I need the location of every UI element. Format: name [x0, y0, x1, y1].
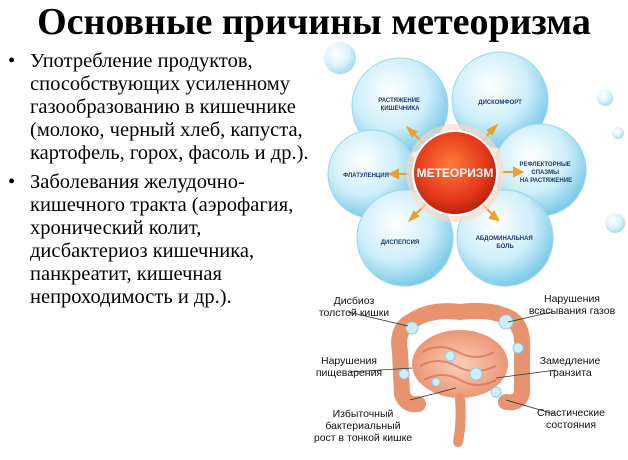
petal-label-top-left: РАСТЯЖЕНИЕ КИШЕЧНИКА: [378, 98, 421, 112]
bubble-decor: [324, 42, 356, 74]
center-label: МЕТЕОРИЗМ: [417, 166, 494, 180]
gas-bubbles: [398, 314, 524, 398]
bullet-icon: •: [8, 50, 16, 72]
petal-label-top-right: ДИСКОМФОРТ: [478, 100, 522, 106]
bullet-icon: •: [8, 171, 16, 193]
intestine-illustration: [347, 302, 557, 447]
causes-list: •Употребление продуктов, способствующих …: [6, 50, 324, 315]
meteorism-diagram: МЕТЕОРИЗМ РАСТЯЖЕНИЕ КИШЕЧНИКА ДИСКОМФОР…: [324, 42, 625, 287]
list-item: •Заболевания желудочно-кишечного тракта …: [8, 171, 294, 308]
bubble-decor: [605, 213, 625, 233]
page-title: Основные причины метеоризма: [37, 1, 591, 43]
petal-label-bottom-right: АБДОМИНАЛЬНАЯ БОЛЬ: [476, 236, 535, 250]
bubble-decor: [612, 127, 624, 139]
leader-lines: [347, 311, 557, 415]
rectum: [453, 393, 466, 447]
bubble-decor: [597, 90, 613, 106]
petal-label-right: РЕФЛЕКТОРНЫЕ СПАЗМЫ НА РАСТЯЖЕНИЕ: [520, 162, 573, 184]
intestine-folds: [419, 346, 497, 386]
list-item: •Употребление продуктов, способствующих …: [8, 50, 309, 164]
center-circle: [412, 130, 498, 216]
petal-label-left: ФЛАТУЛЕНЦИЯ: [343, 173, 389, 179]
petal-label-bottom-left: ДИСПЕПСИЯ: [381, 240, 420, 246]
